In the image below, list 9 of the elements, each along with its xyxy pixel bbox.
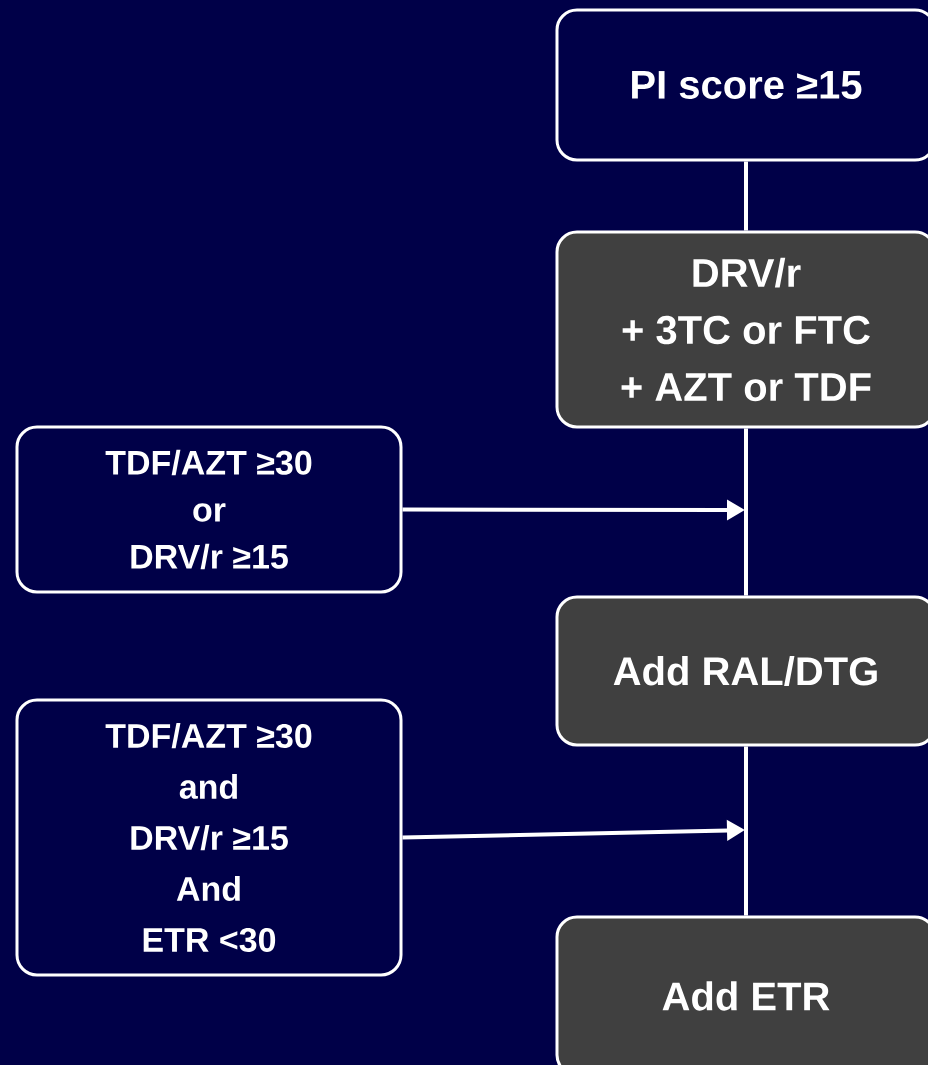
connector-line <box>744 161 748 231</box>
connector-line <box>744 746 748 916</box>
process-box: DRV/r + 3TC or FTC + AZT or TDF <box>555 230 928 429</box>
process-box: Add RAL/DTG <box>555 595 928 747</box>
process-box: TDF/AZT ≥30 and DRV/r ≥15 And ETR <30 <box>15 698 403 977</box>
process-box: TDF/AZT ≥30 or DRV/r ≥15 <box>15 425 403 594</box>
process-box: PI score ≥15 <box>555 8 928 162</box>
connector-line <box>744 428 748 596</box>
process-box: Add ETR <box>555 915 928 1065</box>
